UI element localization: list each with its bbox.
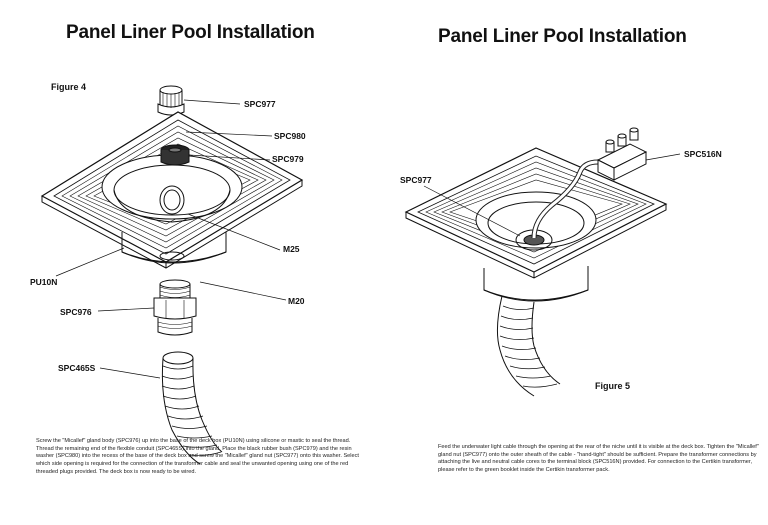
- figure-5-label: Figure 5: [595, 381, 631, 391]
- callout-spc977-installed: SPC977: [400, 175, 432, 185]
- callout-spc980: SPC980: [274, 131, 306, 141]
- figure-5-installed-diagram: [404, 127, 681, 397]
- callout-spc977: SPC977: [244, 99, 276, 109]
- figure-4-exploded-diagram: [40, 85, 304, 465]
- figure-4-leader-lines: [55, 99, 287, 379]
- gland-nut-spc977-part: [157, 85, 185, 116]
- right-page: Panel Liner Pool Installation Figure 5: [384, 0, 768, 525]
- gland-body-spc976-part: [153, 279, 197, 336]
- figure-4-label: Figure 4: [51, 82, 87, 92]
- callout-spc516n: SPC516N: [684, 149, 722, 159]
- left-page: Panel Liner Pool Installation Figure 4: [30, 22, 359, 475]
- installed-deck-box-part: [404, 147, 668, 302]
- terminal-block-spc516n-part: [596, 127, 648, 181]
- rubber-bush-spc979-part: [160, 144, 190, 166]
- callout-spc976: SPC976: [60, 307, 92, 317]
- right-page-title: Panel Liner Pool Installation: [438, 26, 687, 47]
- figure-4-instructions: Screw the "Micallef" gland body (SPC976)…: [36, 438, 359, 475]
- callout-spc979: SPC979: [272, 154, 304, 164]
- callout-spc465s: SPC465S: [58, 363, 96, 373]
- figure-5-leader-lines: [423, 153, 681, 237]
- callout-m25: M25: [283, 244, 300, 254]
- callout-pu10n: PU10N: [30, 277, 58, 287]
- callout-m20: M20: [288, 296, 305, 306]
- left-page-title: Panel Liner Pool Installation: [66, 22, 315, 43]
- figure-5-instructions: Feed the underwater light cable through …: [438, 444, 759, 474]
- deck-box-pu10n-part: [40, 111, 304, 269]
- flexible-conduit-spc465s-part: [161, 351, 223, 465]
- installed-conduit-part: [496, 295, 561, 397]
